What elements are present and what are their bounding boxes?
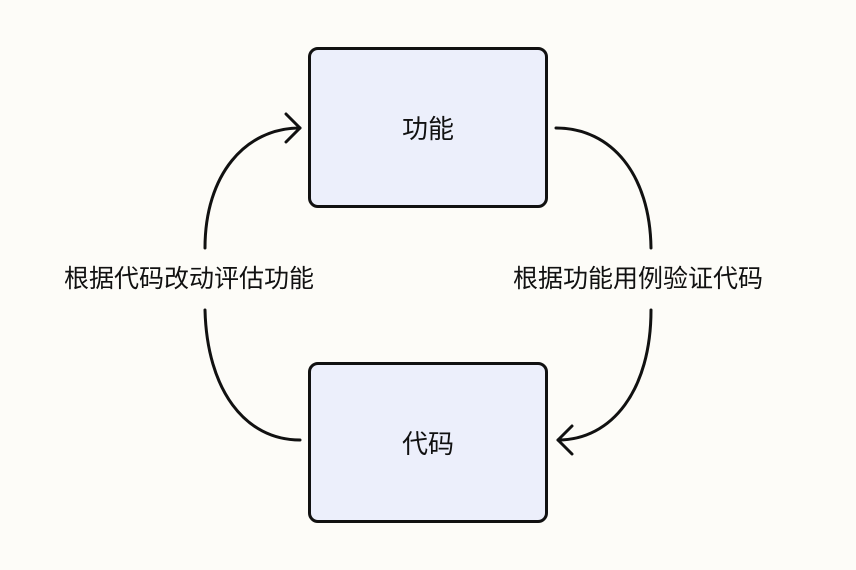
- node-code: 代码: [308, 362, 548, 523]
- edge-label-right: 根据功能用例验证代码: [513, 264, 764, 293]
- left-arrow-head: [284, 112, 302, 144]
- node-function-label: 功能: [401, 115, 454, 145]
- left-arrow-upper-curve: [203, 126, 302, 250]
- node-function: 功能: [308, 47, 548, 208]
- edge-label-left: 根据代码改动评估功能: [64, 264, 315, 293]
- right-arrow-head: [556, 424, 574, 456]
- right-arrow-upper-curve: [554, 126, 653, 250]
- node-code-label: 代码: [401, 430, 454, 460]
- left-arrow-lower-curve: [203, 308, 302, 442]
- right-arrow-lower-curve: [556, 308, 653, 442]
